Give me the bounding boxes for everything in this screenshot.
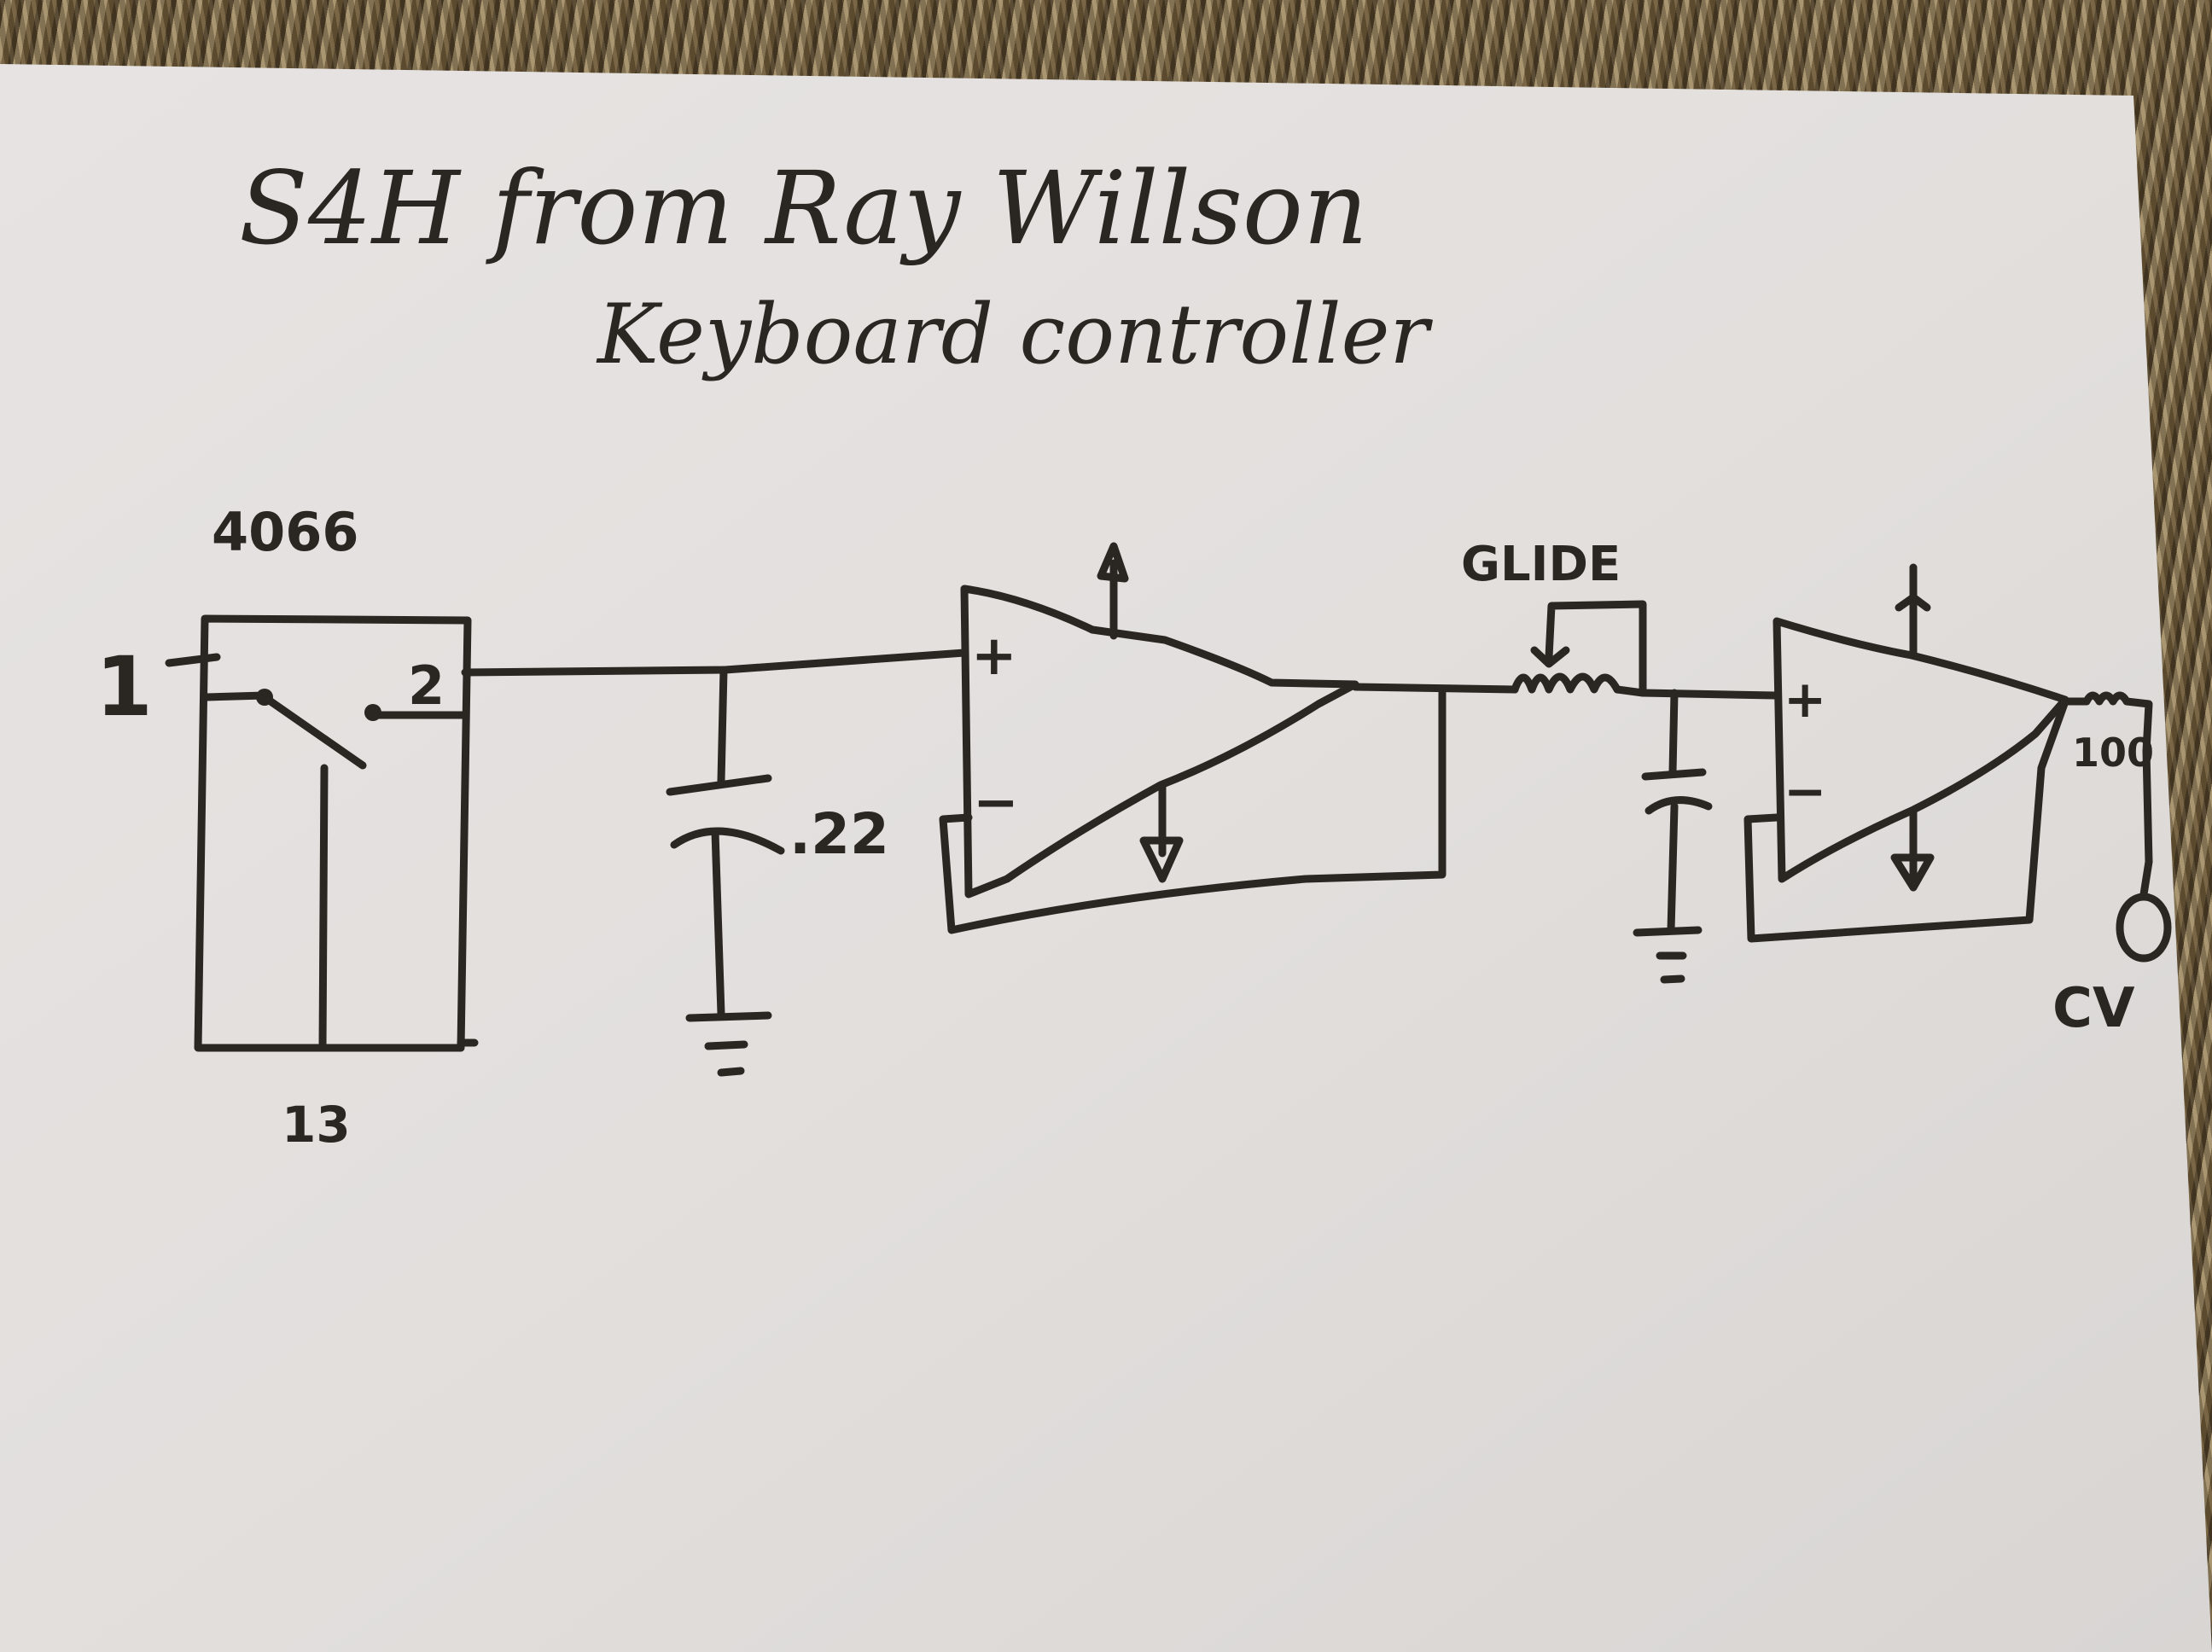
ground-symbol-2 — [1633, 926, 1703, 984]
cap1-plate-bottom — [670, 827, 785, 855]
glide-label: GLIDE — [1461, 537, 1621, 592]
glide-potentiometer: GLIDE — [1461, 537, 1647, 697]
hold-capacitor: .22 — [666, 666, 889, 1077]
buffer-opamp-2: + − — [1743, 563, 2069, 943]
title-line-2: Keyboard controller — [596, 287, 1433, 382]
glide-resistor-zigzag — [1511, 672, 1647, 697]
cap2-plate-top — [1641, 768, 1707, 781]
opamp1-vminus-arrow-icon — [1139, 836, 1184, 883]
output-resistor-label: 100 — [2072, 730, 2154, 776]
cv-output-label: CV — [2052, 977, 2135, 1040]
buffer-opamp-1: + − — [939, 542, 1447, 934]
paper-sheet — [0, 64, 2212, 1652]
switch-output-pin-label: 2 — [408, 654, 445, 717]
cap1-plate-top — [666, 774, 772, 796]
cv-output-jack-icon — [2116, 893, 2172, 963]
switch-box — [194, 614, 472, 1052]
switch-input-pin-label: 1 — [96, 639, 153, 735]
opamp2-vplus-arrow-icon — [1895, 593, 1931, 612]
ground-symbol-1 — [685, 1011, 772, 1077]
glide-wiper-arrow-icon — [1530, 646, 1570, 668]
switch-4066: 4066 1 2 13 — [96, 501, 479, 1154]
opamp1-plus: + — [971, 625, 1017, 688]
switch-input-lead — [165, 653, 221, 667]
opamp2-body — [1773, 617, 2069, 883]
switch-blade — [260, 693, 367, 770]
output-resistor — [2061, 691, 2153, 899]
opamp1-body — [960, 585, 1359, 899]
switch-control-pin-label: 13 — [282, 1096, 351, 1154]
cap2-plate-bottom — [1644, 796, 1713, 815]
switch-contact-left — [202, 691, 269, 701]
glide-capacitor — [1633, 689, 1713, 984]
opamp2-vminus-arrow-icon — [1890, 853, 1935, 892]
glide-wiper — [1545, 600, 1647, 697]
opamp2-plus: + — [1784, 670, 1826, 730]
opamp1-vplus-arrow-icon — [1097, 542, 1129, 583]
switch-control-line — [318, 764, 329, 1052]
title-line-1: S4H from Ray Willson — [239, 149, 1368, 267]
output-stage: 100 CV — [2052, 691, 2172, 1040]
opamp2-feedback-loop — [1743, 697, 2069, 943]
wire-opamp1-to-glide — [1351, 683, 1519, 694]
opamp1-feedback-loop — [939, 689, 1447, 934]
opamp2-minus: − — [1784, 762, 1826, 822]
wire-glide-to-opamp2 — [1639, 689, 1779, 700]
opamp1-minus: − — [973, 771, 1019, 835]
switch-part-label: 4066 — [212, 501, 359, 563]
cap1-value-label: .22 — [789, 801, 889, 867]
